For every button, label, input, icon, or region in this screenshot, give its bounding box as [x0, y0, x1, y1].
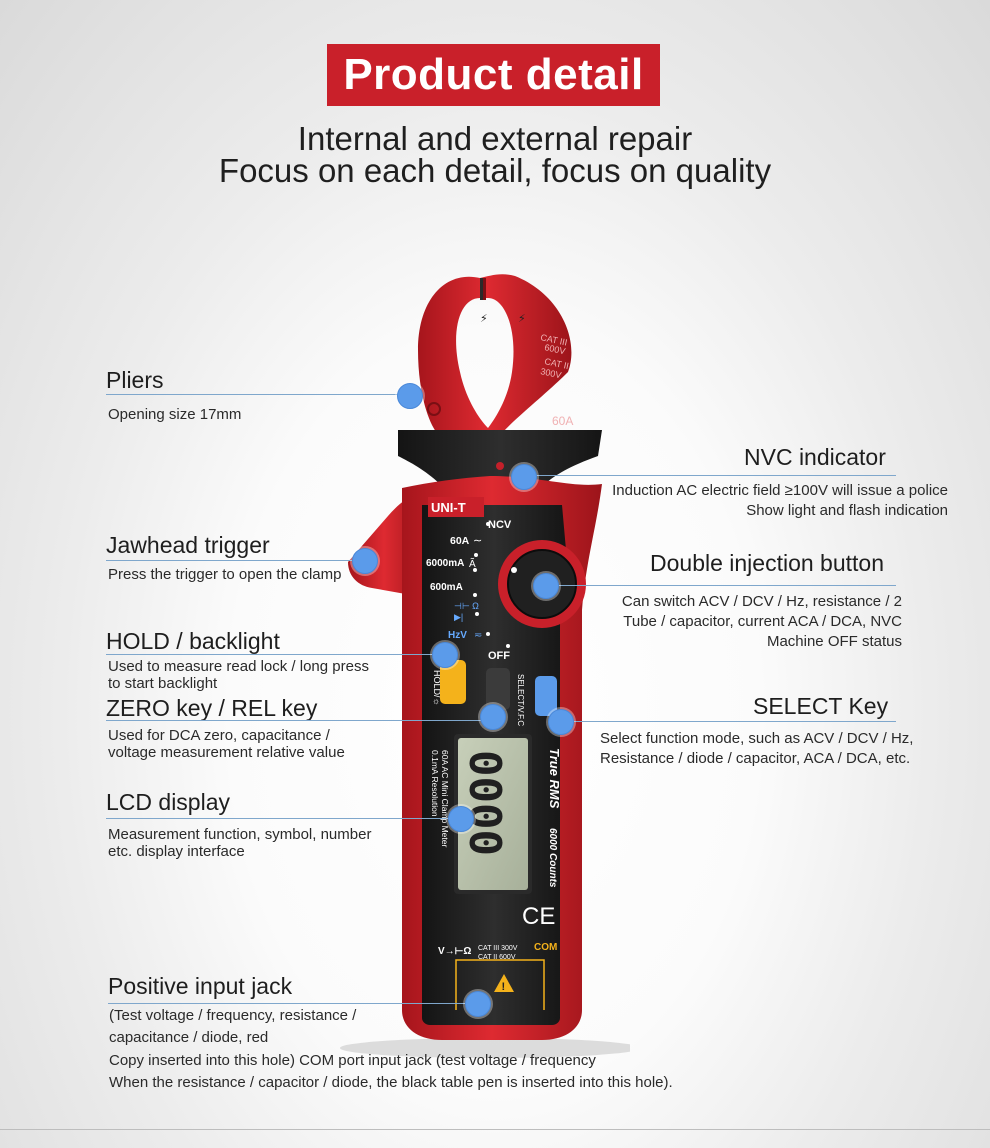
zero-desc-2: voltage measurement relative value — [108, 744, 345, 761]
dial-hzv: HzV — [448, 630, 467, 641]
double-desc-1: Can switch ACV / DCV / Hz, resistance / … — [621, 593, 902, 610]
svg-text:⊣⊢ Ω: ⊣⊢ Ω — [454, 601, 479, 611]
double-marker-dot — [533, 573, 559, 599]
lcd-digits: 0000 — [459, 750, 510, 856]
nvc-leader-line — [528, 475, 896, 476]
svg-text:V→⊢Ω: V→⊢Ω — [438, 946, 471, 957]
jack-desc-2: capacitance / diode, red — [109, 1029, 269, 1046]
true-rms-text: True RMS — [547, 748, 562, 809]
jaw-60a-text: 60A — [552, 414, 573, 428]
double-desc-2: Tube / capacitor, current ACA / DCA, NVC — [623, 613, 902, 630]
lcd-desc-1: Measurement function, symbol, number — [108, 826, 372, 843]
page-title-badge: Product detail — [327, 44, 660, 106]
hold-leader-line — [106, 654, 444, 655]
lcd-title: LCD display — [106, 789, 230, 815]
subtitle-line-2: Focus on each detail, focus on quality — [218, 152, 772, 189]
lcd-leader-line — [106, 818, 460, 819]
hold-marker-dot — [432, 642, 458, 668]
jaw-cat2-volt: 300V — [540, 366, 563, 380]
svg-text:!: ! — [502, 981, 506, 993]
jaw-cat1-volt: 600V — [544, 342, 567, 356]
svg-text:▶|: ▶| — [454, 612, 463, 622]
jawhead-leader-line — [106, 560, 364, 561]
svg-text:⚡: ⚡ — [518, 312, 526, 325]
ce-mark: CE — [522, 903, 555, 930]
hold-label: HOLD/☼ — [432, 670, 442, 706]
dial-600ma: 600mA — [430, 582, 463, 593]
dial-6000ma: 6000mA — [426, 558, 464, 569]
pliers-leader-line — [106, 394, 408, 395]
select-desc-2: Resistance / diode / capacitor, ACA / DC… — [600, 750, 911, 767]
jack-marker-dot — [465, 991, 491, 1017]
select-marker-dot — [548, 709, 574, 735]
subtitle-line-1: Internal and external repair — [297, 120, 693, 157]
bottom-divider — [0, 1129, 990, 1130]
hold-desc-1: Used to measure read lock / long press — [108, 658, 369, 675]
lcd-marker-dot — [448, 806, 474, 832]
select-desc-1: Select function mode, such as ACV / DCV … — [600, 730, 914, 747]
pliers-desc: Opening size 17mm — [108, 406, 242, 423]
clamp-meter-illustration: ⚡ ⚡ CAT III 600V CAT II 300V 60A UNI-T N… — [340, 274, 630, 1058]
nvc-title: NVC indicator — [744, 444, 886, 470]
double-title: Double injection button — [650, 550, 884, 576]
pliers-title: Pliers — [106, 367, 164, 393]
cat-ii-text: CAT II 600V — [478, 954, 516, 961]
counts-text: 6000 Counts — [547, 828, 558, 888]
double-leader-line — [546, 585, 896, 586]
jack-title: Positive input jack — [108, 973, 293, 999]
dial-off: OFF — [488, 650, 510, 662]
lcd-desc-2: etc. display interface — [108, 843, 245, 860]
nvc-desc-2: Show light and flash indication — [746, 502, 948, 519]
select-leader-line — [560, 721, 896, 722]
zero-desc-1: Used for DCA zero, capacitance / — [108, 727, 330, 744]
jack-leader-line — [108, 1003, 476, 1004]
hold-title: HOLD / backlight — [106, 628, 280, 654]
pliers-marker-dot — [397, 383, 423, 409]
svg-text:∼: ∼ — [473, 535, 482, 547]
hold-button-shape — [440, 660, 466, 704]
double-desc-3: Machine OFF status — [766, 633, 902, 650]
nvc-desc-1: Induction AC electric field ≥100V will i… — [612, 482, 948, 499]
model-line-1: 60A AC Mini Clamp Meter — [440, 750, 450, 847]
zero-button-shape — [486, 668, 510, 710]
dial-60a: 60A — [450, 535, 470, 547]
dial-ncv: NCV — [488, 519, 512, 531]
jack-desc-1: (Test voltage / frequency, resistance / — [109, 1007, 357, 1024]
select-title: SELECT Key — [753, 693, 889, 719]
cat-iii-text: CAT III 300V — [478, 945, 518, 952]
model-line-2: 0.1mA Resolution — [430, 750, 440, 817]
select-button-shape — [535, 676, 557, 716]
jack-desc-4: When the resistance / capacitor / diode,… — [109, 1074, 673, 1091]
lcd-screen — [458, 738, 528, 890]
svg-text:Ã: Ã — [469, 557, 476, 570]
svg-text:≂: ≂ — [474, 630, 482, 641]
clamp-collar — [398, 430, 602, 484]
jack-desc-3: Copy inserted into this hole) COM port i… — [109, 1052, 596, 1069]
brand-logo: UNI-T — [431, 500, 466, 515]
zero-marker-dot — [480, 704, 506, 730]
clamp-jaw — [418, 274, 572, 438]
com-text: COM — [534, 942, 557, 953]
select-label: SELECT/V.F.C — [516, 674, 525, 726]
svg-text:⚡: ⚡ — [480, 312, 488, 325]
jawhead-desc: Press the trigger to open the clamp — [108, 566, 342, 583]
warning-triangle-icon — [494, 974, 514, 992]
jawhead-title: Jawhead trigger — [106, 532, 270, 558]
jawhead-marker-dot — [352, 548, 378, 574]
zero-title: ZERO key / REL key — [106, 695, 318, 721]
hold-desc-2: to start backlight — [108, 675, 218, 692]
zero-leader-line — [106, 720, 492, 721]
nvc-marker-dot — [511, 464, 537, 490]
